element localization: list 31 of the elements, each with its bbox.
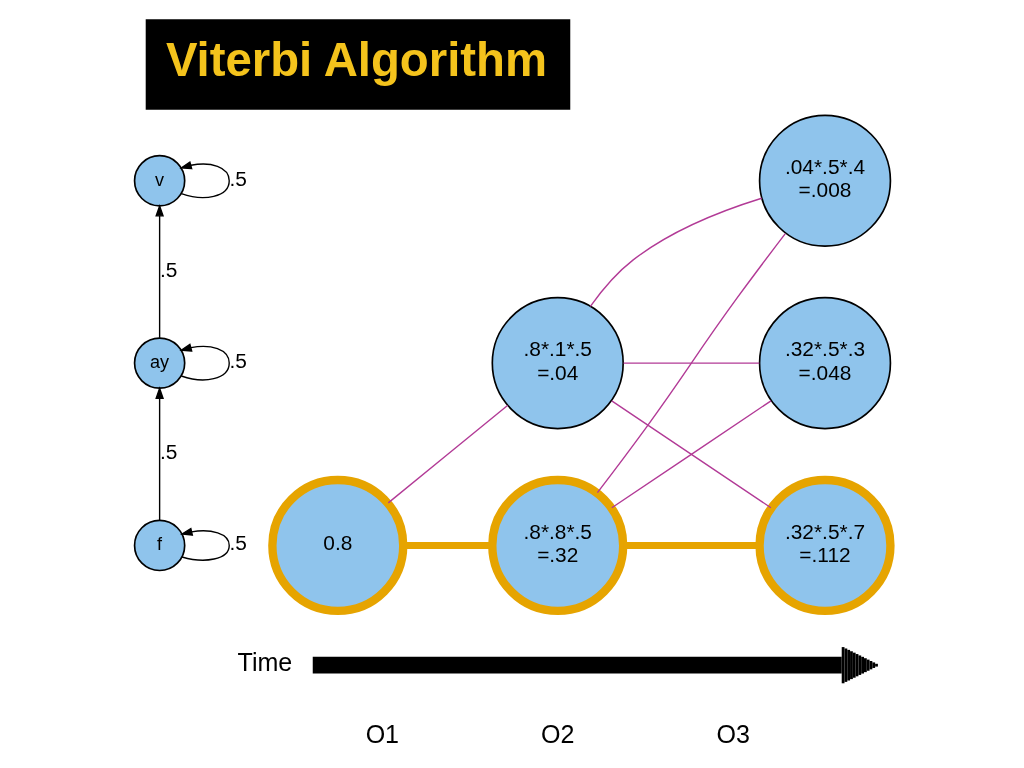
node-circle: .04*.5*.4 =.008	[758, 114, 891, 248]
arrow	[178, 343, 230, 381]
connector	[403, 542, 492, 549]
node-circle: v	[133, 154, 185, 207]
diagram-title: Viterbi Algorithm	[165, 32, 547, 86]
edge-label: .5	[159, 440, 177, 464]
edge-label: .5	[229, 348, 247, 372]
node-circle: .8*.1*.5 =.04	[491, 296, 624, 430]
label: Time	[237, 648, 292, 677]
arrow	[179, 527, 230, 561]
arrow	[178, 160, 230, 199]
arrow	[154, 386, 164, 521]
label: O2	[540, 720, 574, 748]
arrow	[154, 204, 164, 339]
connector	[596, 232, 786, 494]
node-circle: f	[133, 519, 185, 572]
edge-label: .5	[229, 166, 247, 190]
label: O3	[715, 720, 750, 748]
node-circle: .32*.5*.3 =.048	[758, 296, 891, 430]
connector	[622, 362, 760, 364]
node-circle: 0.8	[267, 475, 407, 616]
edge-label: .5	[229, 531, 247, 555]
connector	[623, 542, 759, 549]
connector	[610, 400, 772, 509]
edge-label: .5	[159, 257, 177, 281]
connector	[589, 197, 762, 308]
label: O1	[365, 720, 399, 748]
connector	[387, 404, 508, 504]
node-circle: .32*.5*.7 =.112	[754, 475, 895, 616]
node-circle: ay	[133, 337, 185, 389]
node-circle: .8*.8*.5 =.32	[487, 475, 627, 616]
